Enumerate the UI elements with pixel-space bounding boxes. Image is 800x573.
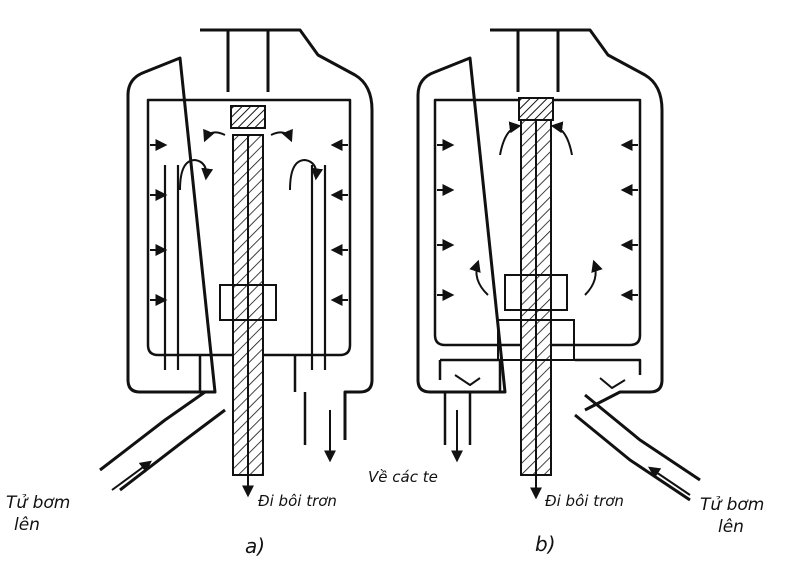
nozzle-plug-b: [519, 98, 553, 120]
housing-a: [128, 30, 372, 440]
inlet-pipe-a: [100, 392, 225, 490]
rotor-bowl-b: [435, 100, 640, 345]
left-outlet-label: Đi bôi trơn: [258, 492, 337, 510]
left-inlet-line2: lên: [14, 515, 40, 535]
right-inlet-label: Tử bơm lên: [700, 494, 764, 538]
right-inlet-line1: Tử bơm: [700, 495, 765, 515]
fig-a-label: a): [245, 534, 266, 558]
return-crankcase-label: Về các te: [368, 468, 438, 486]
filter-b: [418, 30, 700, 500]
left-inlet-line1: Tử bơm: [6, 493, 71, 513]
left-inlet-label: Tử bơm lên: [6, 492, 70, 536]
housing-b: [418, 30, 662, 410]
fig-b-label: b): [535, 532, 556, 556]
right-outlet-label: Đi bôi trơn: [545, 492, 624, 510]
nozzle-plug-a: [231, 106, 265, 128]
rotor-bowl-a: [148, 100, 350, 355]
inlet-pipe-b: [575, 395, 700, 500]
right-inlet-line2: lên: [718, 517, 744, 537]
